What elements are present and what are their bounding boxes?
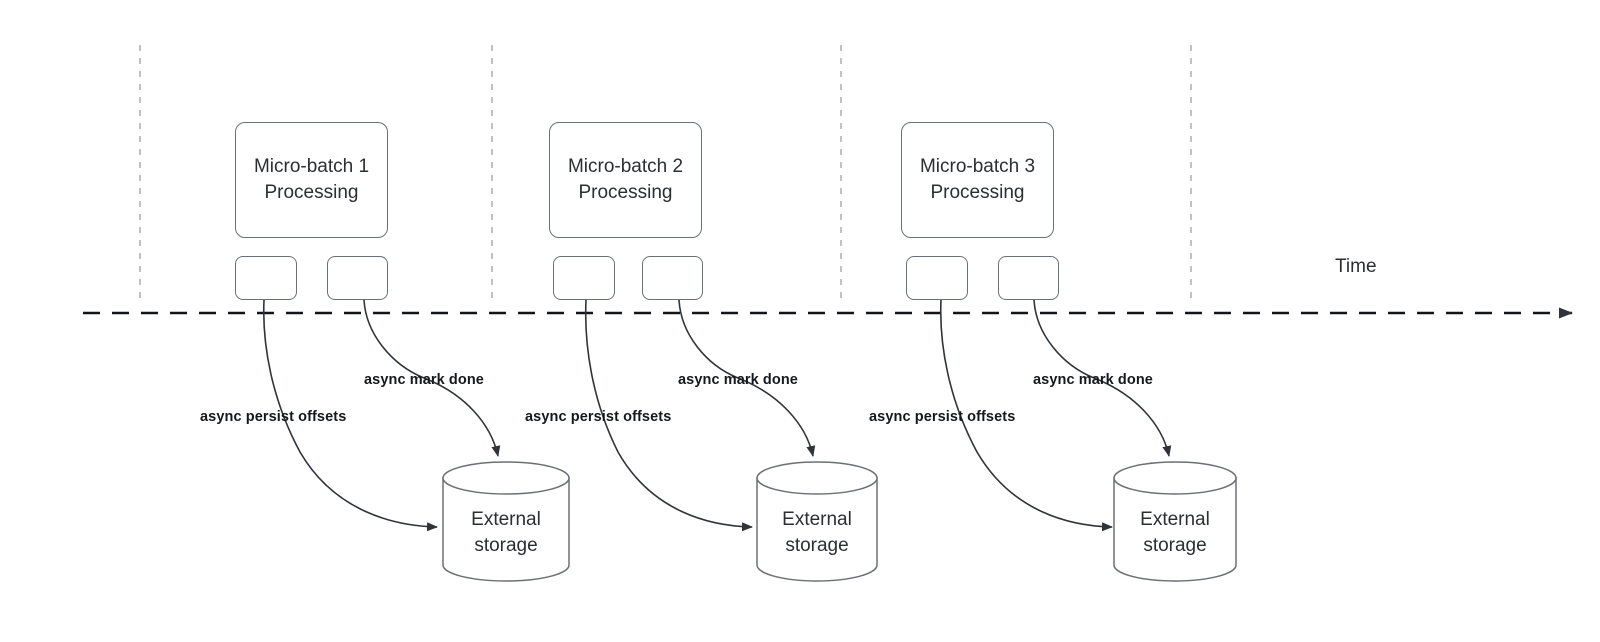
edge-mark-done-2 — [678, 299, 816, 457]
micro-batch-1-task-a[interactable] — [235, 256, 297, 300]
external-storage-cylinder-2 — [756, 461, 878, 582]
external-storage-cylinder-3 — [1113, 461, 1237, 582]
edge-label-mark-done-1: async mark done — [364, 372, 484, 388]
micro-batch-3-task-b[interactable] — [998, 256, 1059, 300]
edge-label-persist-offsets-1: async persist offsets — [200, 409, 347, 425]
edge-mark-done-3 — [1033, 299, 1172, 457]
edge-mark-done-1 — [363, 299, 501, 457]
micro-batch-box-3[interactable]: Micro-batch 3 Processing — [901, 122, 1054, 238]
edge-label-persist-offsets-3: async persist offsets — [869, 409, 1016, 425]
micro-batch-3-task-a[interactable] — [906, 256, 968, 300]
micro-batch-1-task-b[interactable] — [327, 256, 388, 300]
micro-batch-2-task-b[interactable] — [642, 256, 703, 300]
time-axis-label: Time — [1335, 256, 1377, 277]
group-1-edges — [262, 299, 501, 532]
group-2-edges — [584, 299, 816, 532]
external-storage-cylinder-1 — [442, 461, 570, 582]
micro-batch-box-2[interactable]: Micro-batch 2 Processing — [549, 122, 702, 238]
edge-label-mark-done-2: async mark done — [678, 372, 798, 388]
edge-label-mark-done-3: async mark done — [1033, 372, 1153, 388]
edge-label-persist-offsets-2: async persist offsets — [525, 409, 672, 425]
micro-batch-2-task-a[interactable] — [553, 256, 615, 300]
edge-persist-offsets-1 — [262, 299, 438, 532]
batch-boundary-lines — [139, 45, 1192, 305]
micro-batch-box-1[interactable]: Micro-batch 1 Processing — [235, 122, 388, 238]
group-3-edges — [939, 299, 1172, 532]
edge-persist-offsets-2 — [584, 299, 753, 532]
edge-persist-offsets-3 — [939, 299, 1113, 532]
